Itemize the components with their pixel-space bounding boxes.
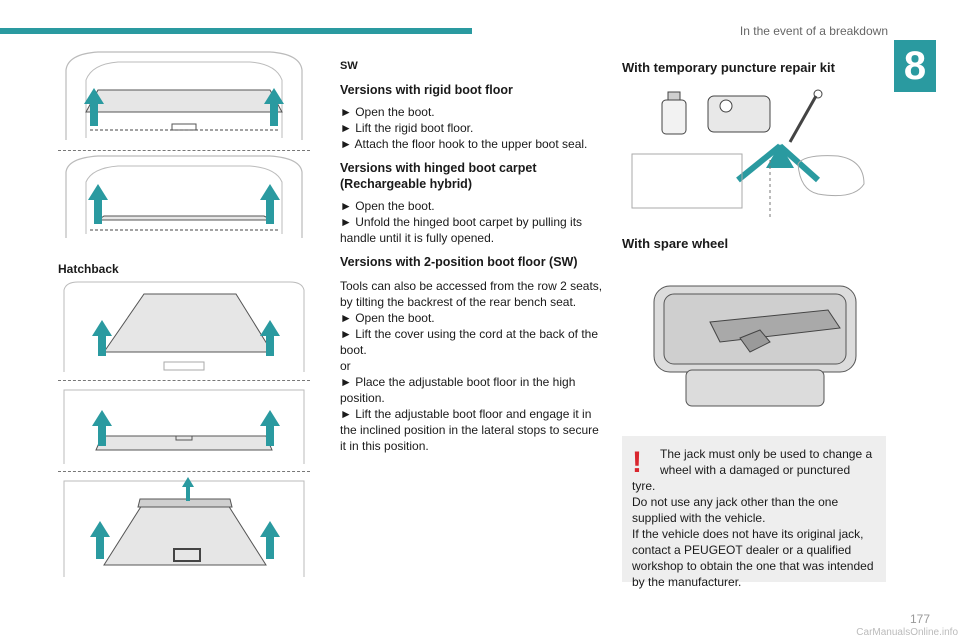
hatchback-caption: Hatchback (58, 262, 119, 276)
step-text: ► Lift the cover using the cord at the b… (340, 327, 599, 357)
warning-text: The jack must only be used to change a w… (632, 447, 873, 493)
or-text: or (340, 359, 351, 373)
boot-illustration-sw-hinged (58, 154, 310, 246)
step-text: ► Open the boot. (340, 311, 435, 325)
warning-box: ! The jack must only be used to change a… (622, 436, 886, 589)
step-text: ► Open the boot. (340, 199, 435, 213)
body-text: Tools can also be accessed from the row … (340, 279, 603, 309)
figure-divider (58, 150, 310, 151)
boot-illustration-hatchback-2 (58, 384, 310, 468)
figure-divider (58, 471, 310, 472)
instructions-column: SW Versions with rigid boot floor ► Open… (340, 58, 604, 454)
sw-label: SW (340, 60, 358, 72)
repair-kit-illustration (628, 84, 870, 220)
step-text: ► Lift the adjustable boot floor and eng… (340, 407, 599, 453)
warning-text: Do not use any jack other than the one s… (632, 495, 839, 525)
boot-illustration-sw-rigid (58, 50, 310, 148)
chapter-number-badge: 8 (894, 40, 936, 92)
step-text: ► Unfold the hinged boot carpet by pulli… (340, 215, 583, 245)
page-number: 177 (909, 612, 930, 626)
heading-hinged-carpet: Versions with hinged boot carpet (Rechar… (340, 161, 537, 191)
step-text: ► Open the boot. (340, 105, 435, 119)
warning-text: If the vehicle does not have its origina… (632, 527, 874, 589)
exclamation-warning-icon: ! (632, 446, 642, 479)
spare-wheel-illustration (650, 282, 860, 412)
boot-illustration-hatchback-1 (58, 280, 310, 376)
header-accent-bar (0, 28, 472, 34)
step-text: ► Place the adjustable boot floor in the… (340, 375, 576, 405)
heading-rigid-floor: Versions with rigid boot floor (340, 83, 513, 97)
figure-divider (58, 380, 310, 381)
heading-spare-wheel: With spare wheel (622, 236, 729, 251)
step-text: ► Lift the rigid boot floor. (340, 121, 474, 135)
up-arrow-icon (84, 88, 284, 126)
step-text: ► Attach the floor hook to the upper boo… (340, 137, 588, 151)
page-section-title: In the event of a breakdown (739, 24, 888, 38)
boot-illustration-hatchback-3 (58, 475, 310, 581)
heading-2-position-floor: Versions with 2-position boot floor (SW) (340, 255, 578, 269)
site-watermark: CarManualsOnline.info (856, 627, 958, 638)
heading-repair-kit: With temporary puncture repair kit (622, 60, 835, 75)
